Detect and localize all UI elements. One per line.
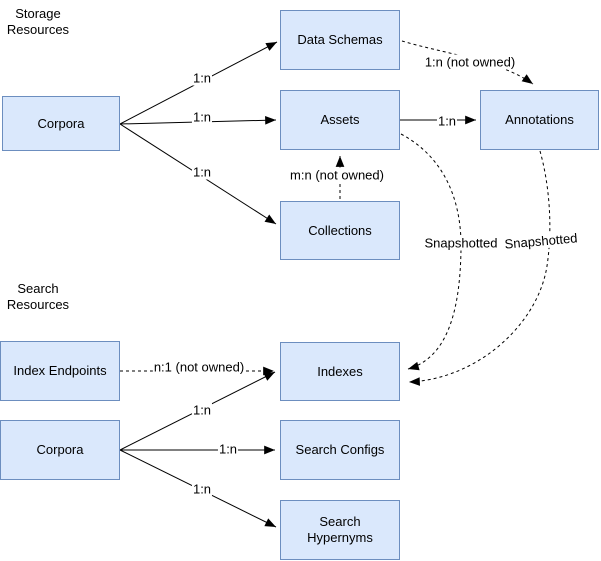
edge-label-corpora-search-to-indexes: 1:n (191, 402, 213, 418)
edge-label-corpora-to-collections: 1:n (191, 164, 213, 180)
node-index-endpoints-label: Index Endpoints (13, 363, 107, 378)
node-index-endpoints: Index Endpoints (0, 341, 120, 401)
node-search-configs: Search Configs (280, 420, 400, 480)
edge-label-corpora-search-to-search-configs: 1:n (217, 441, 239, 457)
edge-label-assets-to-annotations: 1:n (436, 113, 458, 129)
node-search-configs-label: Search Configs (295, 442, 385, 457)
edge-assets-to-indexes (400, 133, 462, 371)
edge-label-corpora-to-data-schemas: 1:n (191, 70, 213, 86)
node-search-hypernyms-label: Search Hypernyms (307, 514, 373, 545)
section-label-search-resources: Search Resources (6, 281, 70, 312)
node-indexes-label: Indexes (317, 363, 363, 379)
edge-annotations-to-indexes (408, 150, 551, 386)
node-corpora-search-label: Corpora (36, 442, 84, 457)
node-collections-label: Collections (308, 222, 372, 238)
node-data-schemas: Data Schemas (280, 10, 400, 70)
node-data-schemas-label: Data Schemas (297, 32, 383, 47)
node-corpora-search: Corpora (0, 420, 120, 480)
node-search-hypernyms: Search Hypernyms (280, 500, 400, 560)
node-annotations-label: Annotations (505, 112, 574, 127)
section-label-storage-resources: Storage Resources (6, 6, 70, 37)
node-corpora-storage-label: Corpora (37, 115, 85, 131)
node-annotations: Annotations (480, 90, 599, 150)
edge-label-corpora-to-assets: 1:n (191, 109, 213, 125)
node-assets: Assets (280, 90, 400, 150)
edge-label-corpora-search-to-search-hypernyms: 1:n (191, 481, 213, 497)
edge-label-collections-to-assets: m:n (not owned) (289, 167, 385, 183)
node-corpora-storage: Corpora (2, 96, 120, 151)
edge-label-index-endpoints-to-indexes: n:1 (not owned) (152, 359, 246, 375)
node-indexes: Indexes (280, 342, 400, 401)
node-assets-label: Assets (320, 112, 360, 127)
edge-label-assets-to-indexes-snapshotted: Snapshotted (423, 235, 499, 251)
edge-label-data-schemas-to-annotations: 1:n (not owned) (423, 54, 517, 70)
node-collections: Collections (280, 201, 400, 260)
